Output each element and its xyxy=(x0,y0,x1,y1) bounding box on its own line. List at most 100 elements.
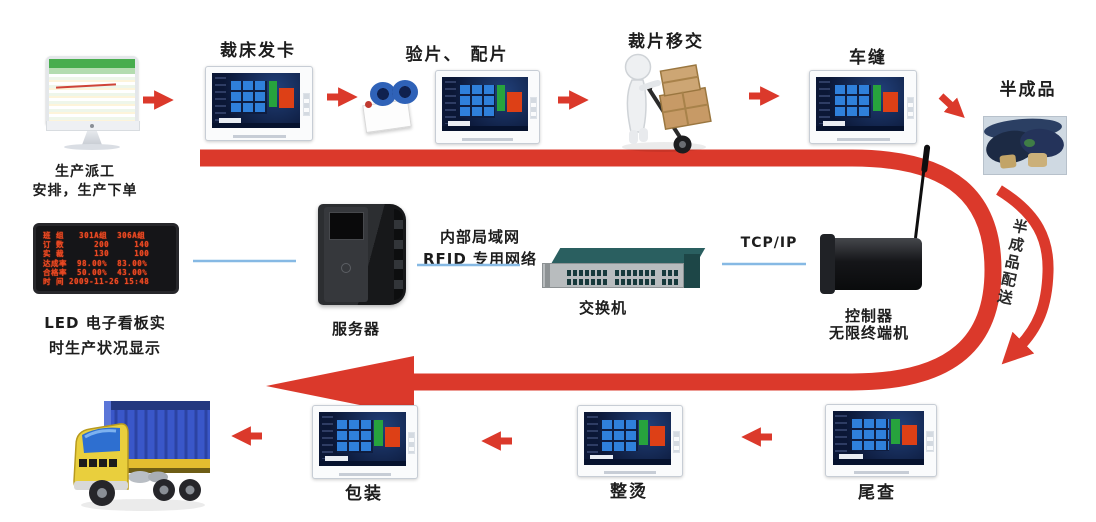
bezel-buttons xyxy=(926,430,934,453)
red-tile xyxy=(883,91,899,112)
touch-terminal-packing xyxy=(312,405,418,479)
tcpip-label: TCP/IP xyxy=(740,235,798,251)
popup-window xyxy=(325,456,348,461)
chassis-stripe xyxy=(98,459,210,468)
container-top-edge xyxy=(104,401,210,410)
switch-port-group-1 xyxy=(567,270,609,284)
taskbar xyxy=(832,459,924,465)
red-tile xyxy=(507,91,522,112)
led-row: 实 裁 130 100 xyxy=(43,249,150,259)
server-caption: 服务器 xyxy=(331,320,380,338)
switch-uplink-ports xyxy=(662,270,680,284)
spreadsheet-header-bar xyxy=(49,59,135,68)
red-tile xyxy=(901,425,918,446)
red-tile xyxy=(279,87,295,109)
red-tag-dot xyxy=(365,101,372,108)
bezel-label xyxy=(836,137,890,141)
green-tile xyxy=(872,84,882,111)
apple-logo-icon xyxy=(90,124,94,128)
switch-front-face xyxy=(542,263,685,288)
led-caption-line2: 时生产状况显示 xyxy=(48,339,161,357)
popup-window xyxy=(218,117,242,123)
tan-piece xyxy=(1028,153,1047,167)
win10-tiles xyxy=(460,84,496,118)
server-logo-icon xyxy=(340,262,351,273)
spreadsheet-rows xyxy=(49,74,135,121)
switch-side-face xyxy=(684,254,700,288)
green-tile xyxy=(374,419,384,446)
start-menu-list xyxy=(444,81,456,124)
packing-caption: 包装 xyxy=(345,484,383,504)
terminal-screen xyxy=(584,411,671,465)
start-menu-list xyxy=(835,414,848,458)
green-tile xyxy=(639,419,649,445)
taskbar xyxy=(816,126,905,132)
bezel-buttons xyxy=(529,96,537,120)
win10-tiles xyxy=(851,418,890,452)
popup-window xyxy=(838,454,863,460)
bezel-buttons xyxy=(302,93,310,116)
terminal-screen xyxy=(212,72,301,129)
station-title-inspect: 验片、 配片 xyxy=(405,45,509,65)
taskbar xyxy=(584,459,671,465)
green-tile xyxy=(891,418,901,445)
lan-label-line1: 内部局域网 xyxy=(439,228,520,246)
terminal-screen xyxy=(816,76,905,132)
start-menu-list xyxy=(214,77,227,121)
spreadsheet-toolbar xyxy=(49,68,135,74)
ironing-caption: 整烫 xyxy=(610,482,648,502)
arrow-diag-5 xyxy=(938,93,965,118)
dispatch-caption-line1: 生产派工 xyxy=(55,164,115,180)
imac-screen xyxy=(46,56,138,124)
touch-terminal-sewing xyxy=(809,70,917,144)
controller-end-cap xyxy=(820,233,835,295)
station-title-sewing: 车缝 xyxy=(849,48,887,68)
switch-bracket xyxy=(545,263,550,288)
wireless-controller-image xyxy=(820,170,926,295)
tan-piece xyxy=(999,154,1017,169)
truck-image xyxy=(73,401,210,511)
delivery-curve-arrow xyxy=(996,185,1054,365)
switch-top-face xyxy=(551,248,707,264)
network-switch-image xyxy=(542,248,707,288)
bezel-label xyxy=(232,134,286,138)
start-menu-list xyxy=(321,416,334,459)
station-title-transfer: 裁片移交 xyxy=(628,32,704,52)
imac-image xyxy=(46,56,140,151)
popup-window xyxy=(822,121,846,126)
porter-image xyxy=(622,53,712,154)
station-title-cutting: 裁床发卡 xyxy=(220,41,296,61)
led-row: 时 间 2009-11-26 15:48 xyxy=(43,276,150,286)
server-side-handles xyxy=(393,209,404,300)
bezel-label xyxy=(604,470,656,474)
start-menu-list xyxy=(818,81,831,124)
touch-terminal-cutting xyxy=(205,66,313,141)
blue-rfid-tag-1 xyxy=(370,82,396,106)
station-title-semifinished: 半成品 xyxy=(999,80,1057,100)
green-piece xyxy=(1024,139,1035,147)
bezel-label xyxy=(853,470,909,474)
main-flow-arrowhead xyxy=(266,356,414,416)
touch-terminal-inspect xyxy=(435,70,540,144)
led-board: 班 组 301A组 306A组 订 数 200 140 实 裁 130 100 … xyxy=(33,223,179,294)
rfid-tags-image xyxy=(362,78,422,134)
led-row: 班 组 301A组 306A组 xyxy=(43,231,146,240)
semi-finished-photo xyxy=(983,116,1067,175)
popup-window xyxy=(448,121,471,126)
imac-stand xyxy=(81,131,103,146)
touch-terminal-final-check xyxy=(825,404,937,477)
win10-tiles xyxy=(834,84,871,118)
win10-tiles xyxy=(602,419,638,452)
bezel-buttons xyxy=(906,96,914,120)
imac-base xyxy=(64,144,120,150)
taskbar xyxy=(442,126,528,132)
controller-caption-line1: 控制器 xyxy=(844,307,893,325)
green-tile xyxy=(268,81,278,108)
red-tile xyxy=(384,426,400,447)
lan-label-line2: RFID 专用网络 xyxy=(422,250,538,268)
terminal-screen xyxy=(442,76,528,132)
red-tile xyxy=(649,425,665,446)
green-tile xyxy=(496,84,506,111)
switch-caption: 交换机 xyxy=(578,299,627,317)
